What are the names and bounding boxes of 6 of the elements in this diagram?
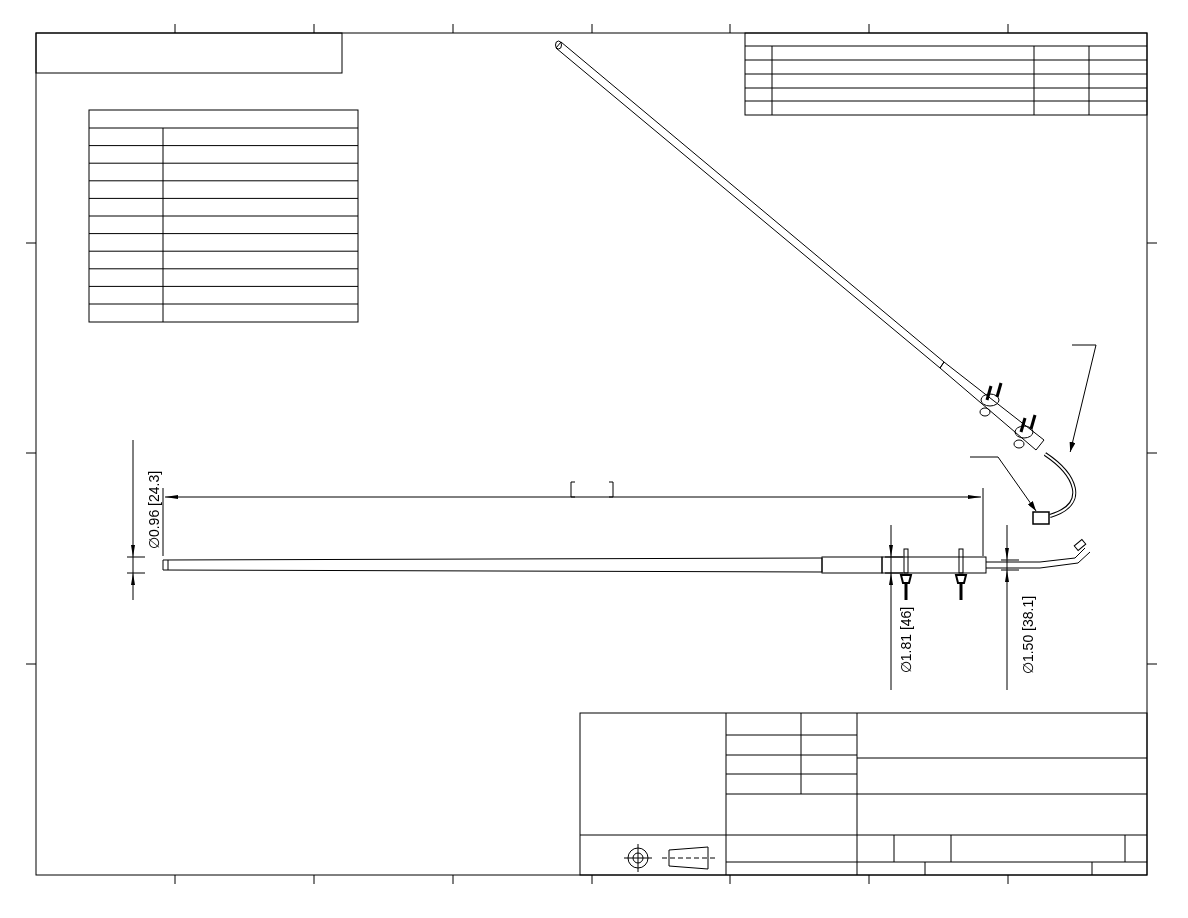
leader-line (969, 456, 1037, 512)
connector-box (1032, 511, 1050, 525)
dimension-label: ∅0.96 [24.3] (146, 470, 163, 550)
dimension-label: ∅1.81 [46] (898, 606, 915, 674)
dimension-label: ∅1.50 [38.1] (1020, 595, 1037, 675)
leader-line (1069, 344, 1097, 453)
